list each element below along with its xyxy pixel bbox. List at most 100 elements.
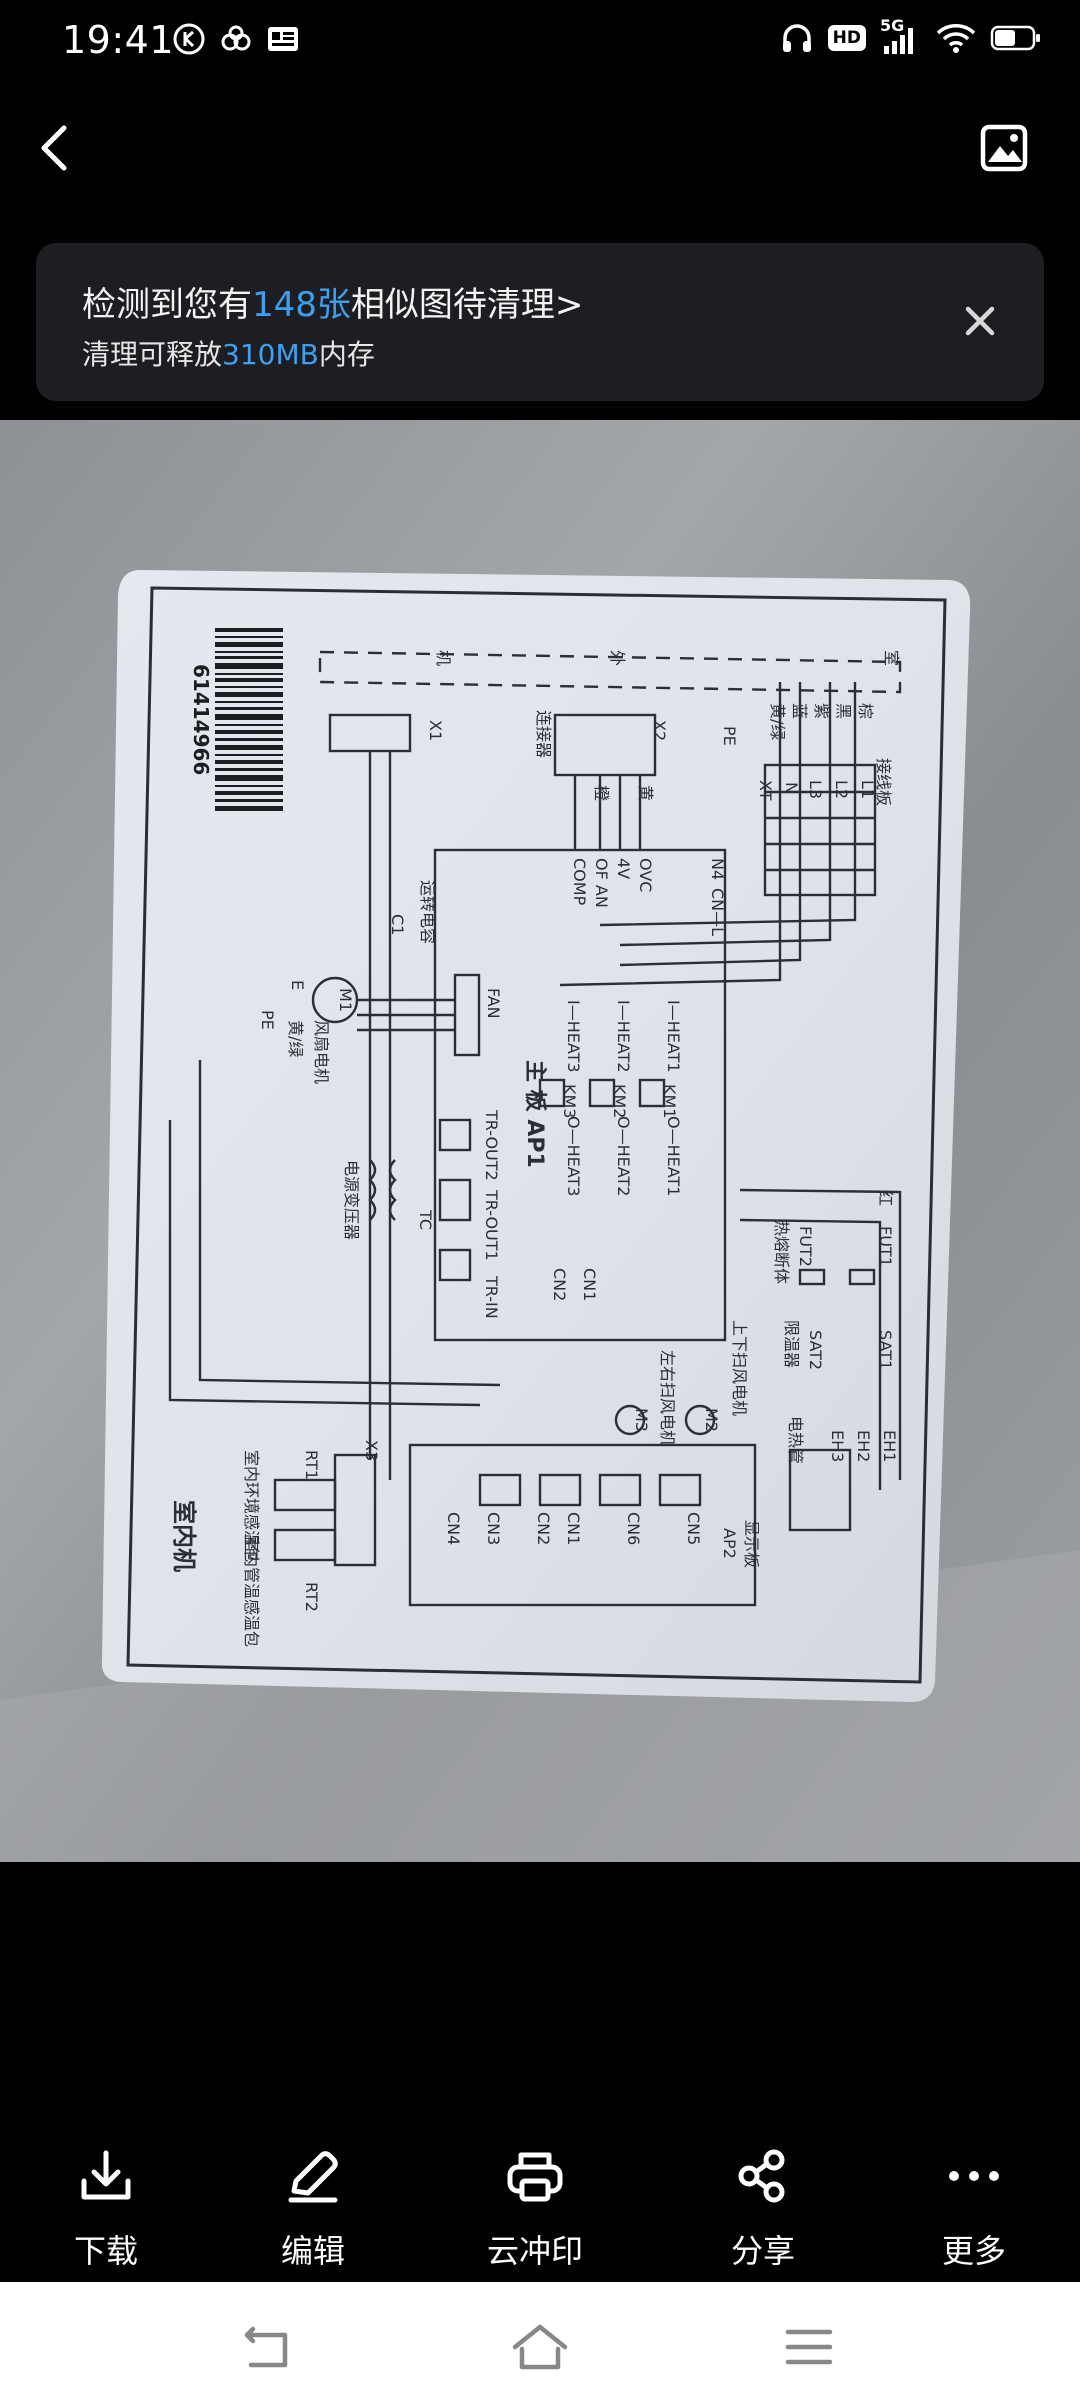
diagram-fut1-label: FUT1 xyxy=(876,1226,895,1267)
diagram-rt2-label: RT2 xyxy=(302,1582,321,1612)
diagram-machine-label: 机 xyxy=(434,650,453,666)
back-button[interactable] xyxy=(22,116,86,180)
diagram-o-heat3-label: O—HEAT3 xyxy=(564,1116,583,1196)
diagram-km2-label: KM2 xyxy=(610,1084,629,1118)
diagram-yellow-label: 黄 xyxy=(636,785,655,801)
diagram-orange-label: 橙 xyxy=(592,785,611,801)
more-icon xyxy=(949,2171,999,2181)
diagram-o-heat1-label: O—HEAT1 xyxy=(664,1116,683,1196)
more-label: 更多 xyxy=(941,2232,1006,2270)
diagram-label-paper xyxy=(101,570,971,1703)
diagram-pe-label: PE xyxy=(720,726,739,746)
diagram-run-capacitor-label: 运转电容 xyxy=(418,880,437,944)
diagram-connector-label: 连接器 xyxy=(534,710,553,758)
diagram-n-label: N xyxy=(782,782,801,794)
signal-icon: 5G xyxy=(880,16,922,56)
similar-photo-count: 148张 xyxy=(252,285,351,325)
system-home-button[interactable] xyxy=(505,2312,575,2382)
diagram-display-board-label: 显示板 xyxy=(742,1520,761,1568)
share-button[interactable]: 分享 xyxy=(683,2130,843,2280)
diagram-pipe-sensor-label: 室内管温感温包 xyxy=(242,1535,261,1647)
cleanup-title-prefix: 检测到您有 xyxy=(82,285,252,325)
share-label: 分享 xyxy=(730,2232,795,2270)
diagram-brown-label: 棕 xyxy=(856,703,875,719)
battery-icon xyxy=(990,25,1040,51)
home-nav-icon xyxy=(512,2324,568,2370)
diagram-pe2-label: PE xyxy=(258,1010,277,1030)
diagram-fuse-body-label: 热熔断体 xyxy=(772,1220,791,1284)
download-button[interactable]: 下载 xyxy=(26,2130,186,2280)
diagram-terminal-board-label: 接线板 xyxy=(874,758,893,806)
diagram-comp-label: COMP xyxy=(570,858,589,906)
edit-label: 编辑 xyxy=(280,2232,345,2270)
diagram-cnl-label: CN—L xyxy=(708,888,727,936)
diagram-blue-label: 蓝 xyxy=(790,703,809,719)
close-icon xyxy=(965,306,995,336)
diagram-limiter-label: 限温器 xyxy=(782,1320,801,1368)
diagram-heater-label: 电热管 xyxy=(786,1416,805,1464)
diagram-km3-label: KM3 xyxy=(560,1084,579,1118)
cloud-print-button[interactable]: 云冲印 xyxy=(455,2130,615,2280)
diagram-cn5-label: CN5 xyxy=(684,1512,703,1545)
system-nav-bar xyxy=(0,2282,1080,2408)
diagram-l2-label: L2 xyxy=(832,780,851,799)
diagram-fan-motor-label: 风扇电机 xyxy=(312,1020,331,1084)
chevron-left-icon xyxy=(41,125,67,171)
barcode-number: 61414966 xyxy=(189,664,213,775)
diagram-fut2-label: FUT2 xyxy=(796,1226,815,1267)
freeable-size: 310MB xyxy=(222,338,319,371)
diagram-lr-motor-label: 左右扫风电机 xyxy=(658,1350,677,1446)
diagram-outer-label: 外 xyxy=(608,650,627,666)
diagram-tr-in-label: TR-IN xyxy=(482,1275,501,1319)
diagram-o-heat2-label: O—HEAT2 xyxy=(614,1116,633,1196)
diagram-eh1-label: EH1 xyxy=(880,1430,899,1462)
wiring-diagram xyxy=(168,650,902,1607)
top-nav xyxy=(0,110,1080,190)
diagram-main-board-label: 主 板 AP1 xyxy=(522,1060,547,1168)
edit-button[interactable]: 编辑 xyxy=(233,2130,393,2280)
printer-icon xyxy=(507,2152,563,2202)
diagram-tr-out1-label: TR-OUT1 xyxy=(482,1189,501,1261)
diagram-ovc-label: OVC xyxy=(636,858,655,892)
diagram-x3-label: X3 xyxy=(362,1440,381,1461)
system-back-button[interactable] xyxy=(234,2312,304,2382)
share-icon xyxy=(738,2149,785,2203)
image-icon xyxy=(980,124,1028,172)
diagram-yellow-green-label: 黄/绿 xyxy=(768,703,787,740)
cloud-app-icon xyxy=(221,25,251,51)
headphones-icon xyxy=(782,24,811,52)
diagram-m3-label: M3 xyxy=(632,1408,651,1432)
diagram-room-label: 室 xyxy=(882,650,901,666)
diagram-tr-out2-label: TR-OUT2 xyxy=(482,1109,501,1181)
cleanup-subtitle-suffix: 内存 xyxy=(318,338,375,371)
more-button[interactable]: 更多 xyxy=(894,2130,1054,2280)
diagram-cn3-label: CN3 xyxy=(484,1512,503,1545)
diagram-rt1-label: RT1 xyxy=(302,1450,321,1480)
status-system-icons: HD 5G xyxy=(780,16,1042,56)
barcode xyxy=(215,628,283,811)
diagram-4v-label: 4V xyxy=(614,858,633,879)
photo-viewer[interactable]: 接线板 L1 L2 L3 N XT 棕 黑 紫 蓝 黄/绿 室 外 机 PE X… xyxy=(0,420,1080,1862)
diagram-indoor-unit-label: 室内机 xyxy=(170,1500,198,1572)
diagram-eh3-label: EH3 xyxy=(828,1430,847,1462)
diagram-m1-label: M1 xyxy=(336,988,355,1012)
diagram-x2-label: X2 xyxy=(650,720,669,741)
system-menu-button[interactable] xyxy=(774,2312,844,2382)
cleanup-banner[interactable]: 检测到您有148张相似图待清理> 清理可释放310MB内存 xyxy=(36,243,1044,401)
menu-nav-icon xyxy=(785,2329,833,2365)
diagram-l1-label: L1 xyxy=(858,780,877,799)
diagram-n4-label: N4 xyxy=(708,858,727,880)
diagram-i-heat3-label: I—HEAT3 xyxy=(564,1000,583,1073)
bottom-toolbar: 下载 编辑 云冲印 分享 xyxy=(0,2130,1080,2280)
diagram-sat1-label: SAT1 xyxy=(876,1330,895,1370)
diagram-purple-label: 紫 xyxy=(812,703,831,719)
diagram-x1-label: X1 xyxy=(426,720,445,741)
diagram-tc-label: TC xyxy=(416,1209,435,1230)
diagram-yellow-green2-label: 黄/绿 xyxy=(286,1020,305,1057)
cleanup-subtitle-prefix: 清理可释放 xyxy=(82,338,223,371)
gallery-button[interactable] xyxy=(972,116,1036,180)
banner-close-button[interactable] xyxy=(952,293,1008,349)
cleanup-banner-title[interactable]: 检测到您有148张相似图待清理> xyxy=(82,277,583,326)
diagram-eh2-label: EH2 xyxy=(854,1430,873,1462)
pencil-icon xyxy=(288,2151,338,2203)
